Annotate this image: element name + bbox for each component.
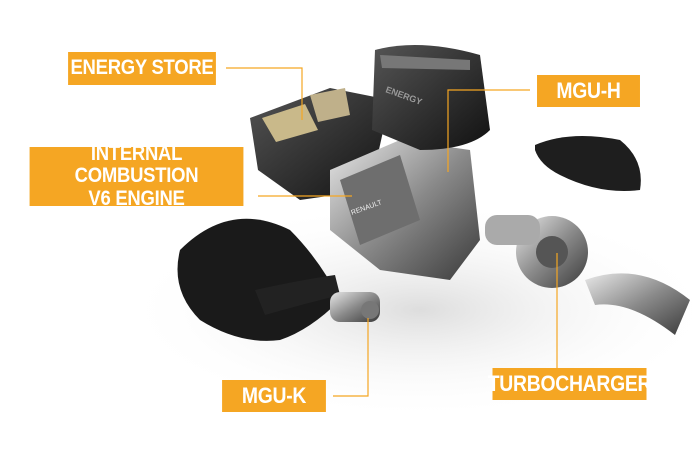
leader-lines	[226, 67, 558, 397]
turbocharger-text: TURBOCHARGER	[487, 371, 652, 397]
label-internal-combustion-engine: INTERNAL COMBUSTION V6 ENGINE	[29, 143, 244, 209]
label-mgu-h: MGU-H	[537, 75, 640, 107]
label-energy-store: ENERGY STORE	[68, 52, 216, 85]
mgu-k-unit	[330, 292, 380, 322]
energy-store-text: ENERGY STORE	[70, 56, 214, 80]
label-mgu-k: MGU-K	[222, 380, 326, 412]
intake-pipe	[585, 273, 690, 335]
label-turbocharger: TURBOCHARGER	[488, 368, 652, 400]
exhaust-manifold-right	[535, 136, 641, 191]
mgu-h-text: MGU-H	[556, 78, 621, 104]
turbocharger-unit	[485, 215, 690, 335]
mgu-k-text: MGU-K	[241, 383, 307, 409]
airbox: ENERGY	[372, 45, 490, 150]
ice-text-line2: V6 ENGINE	[88, 186, 185, 210]
exhaust-manifold-left	[177, 218, 340, 341]
ice-text-line1: INTERNAL COMBUSTION	[74, 142, 199, 188]
v6-engine-block: RENAULT	[330, 140, 480, 280]
